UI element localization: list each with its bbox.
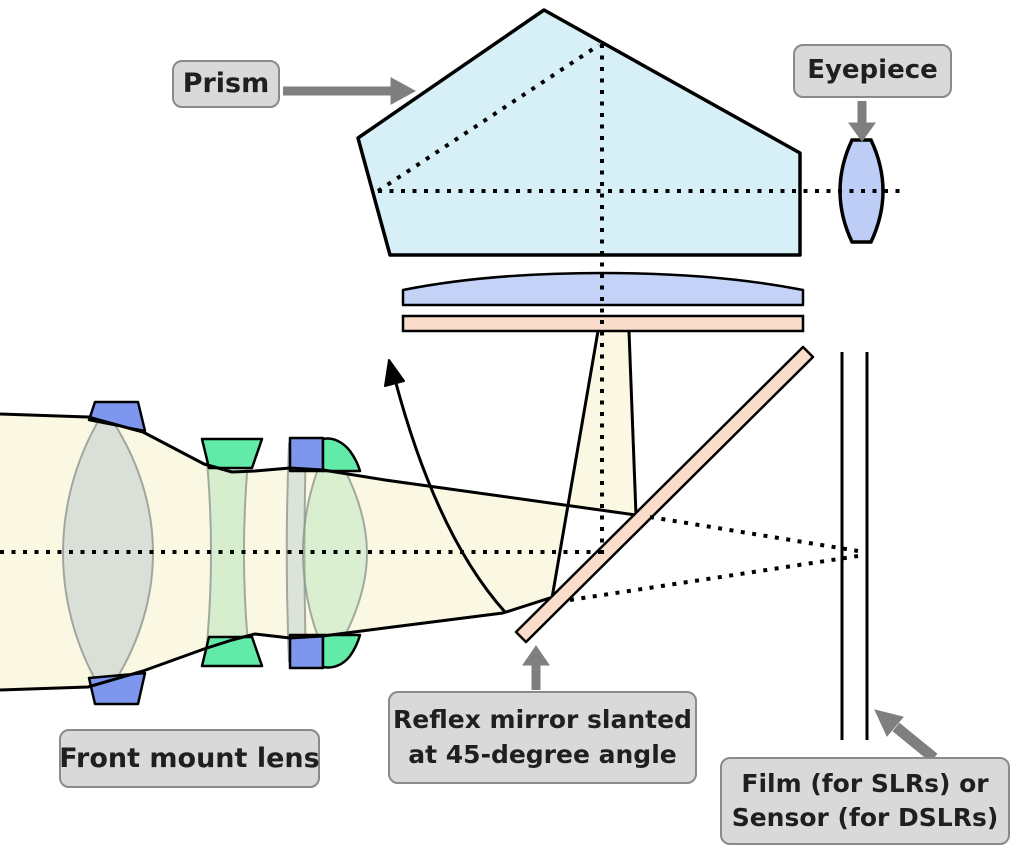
- eyepiece-pointer-arrowhead-icon: [848, 122, 876, 142]
- reflex-mirror-label: Reflex mirror slanted at 45-degree angle: [388, 691, 697, 784]
- eyepiece-label-text: Eyepiece: [807, 55, 938, 86]
- rear-lens-mount-bottom: [288, 633, 325, 670]
- converging-ray-top-dotted-line: [649, 515, 859, 553]
- reflected-ray-arrow-line: [391, 371, 507, 614]
- rear-lens-cap-bottom: [321, 633, 362, 669]
- film-sensor-label: Film (for SLRs) or Sensor (for DSLRs): [720, 757, 1010, 845]
- prism-pointer-arrowhead-icon: [390, 77, 417, 105]
- front-lens-mount-top: [87, 400, 147, 433]
- prism-diagonal-dotted-line: [376, 43, 601, 193]
- rear-lens-mount-top: [288, 436, 325, 473]
- beam-edge-top: [0, 412, 637, 517]
- beam-edge-bottom: [0, 594, 557, 692]
- film-pointer-arrowhead-icon: [874, 709, 904, 737]
- converging-ray-bottom-dotted-line: [569, 554, 859, 602]
- prism-label-text: Prism: [182, 68, 270, 100]
- reflected-beam-edge-left: [550, 330, 600, 599]
- prism-label: Prism: [172, 60, 280, 108]
- light-beam: [0, 331, 636, 690]
- reflected-beam-edge-right: [627, 330, 638, 516]
- reflex-mirror-pointer-arrowhead-icon: [522, 645, 550, 666]
- front-mount-lens-label-text: Front mount lens: [59, 742, 320, 774]
- reflex-mirror-label-line1: Reflex mirror slanted: [393, 705, 692, 734]
- middle-lens-wing-top: [200, 437, 264, 470]
- film-sensor-label-line2: Sensor (for DSLRs): [731, 803, 999, 832]
- eyepiece-label: Eyepiece: [793, 44, 952, 98]
- pentaprism: [356, 8, 802, 257]
- front-mount-lens-label: Front mount lens: [59, 729, 320, 788]
- reflected-ray-arrowhead-icon: [384, 359, 405, 387]
- film-pointer-arrow-shaft: [892, 722, 938, 763]
- reflex-mirror-label-line2: at 45-degree angle: [408, 739, 677, 769]
- film-sensor-label-line1: Film (for SLRs) or: [741, 768, 989, 798]
- reflex-mirror: [514, 345, 815, 644]
- rear-lens-cap-top: [321, 437, 362, 473]
